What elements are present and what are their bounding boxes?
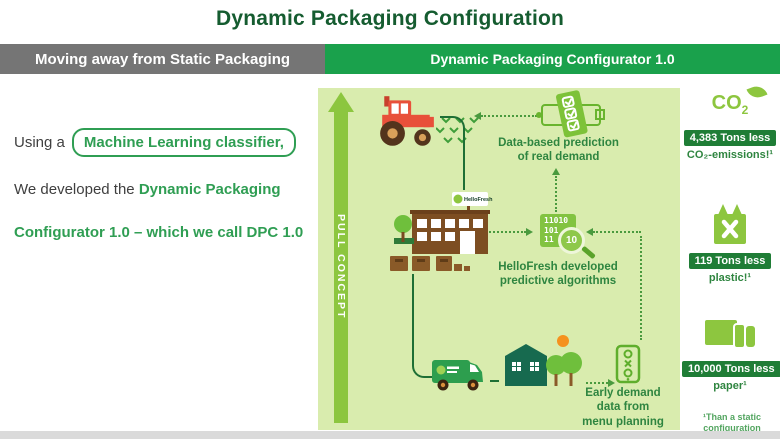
paper-label: paper¹ bbox=[713, 380, 747, 392]
arrowhead-up-icon bbox=[552, 168, 560, 175]
delivery-van-icon bbox=[432, 360, 483, 391]
dash-truck-to-house bbox=[490, 380, 499, 382]
arrowhead-left-icon bbox=[586, 228, 593, 236]
co2-badge: 4,383 Tons less bbox=[683, 130, 777, 146]
intro-line-3: Configurator 1.0 – which we call DPC 1.0 bbox=[14, 224, 304, 241]
plastic-bag-icon bbox=[714, 204, 746, 244]
checklist-icon bbox=[536, 90, 605, 138]
using-prefix: Using a bbox=[14, 134, 65, 151]
co2-label: CO₂-emissions!¹ bbox=[686, 149, 774, 161]
footnote: ¹Than a static configuration bbox=[702, 412, 761, 434]
stat-paper: 10,000 Tons less paper¹ bbox=[682, 316, 780, 392]
paper-badge: 10,000 Tons less bbox=[682, 361, 780, 377]
sun-icon bbox=[557, 335, 569, 347]
developed-prefix: We developed the bbox=[14, 181, 135, 198]
dotted-line-building-to-binary bbox=[486, 231, 526, 233]
dynamic-packaging-highlight: Dynamic Packaging bbox=[138, 181, 281, 198]
trees-icon bbox=[546, 352, 582, 386]
machine-learning-box: Machine Learning classifier, bbox=[71, 128, 296, 157]
warehouse-icon: HelloFresh bbox=[394, 192, 493, 254]
paper-icon bbox=[705, 320, 755, 349]
menu-planning-label: Early demand data from menu planning bbox=[582, 387, 664, 428]
header-right-label: Dynamic Packaging Configurator 1.0 bbox=[430, 51, 675, 67]
pull-concept-label: PULL CONCEPT bbox=[335, 214, 347, 320]
dotted-line-prediction-to-tractor bbox=[481, 115, 537, 117]
prediction-label: Data-based prediction of real demand bbox=[498, 137, 619, 164]
plastic-badge: 119 Tons less bbox=[688, 253, 772, 269]
header-static-packaging: Moving away from Static Packaging bbox=[0, 44, 325, 74]
magnifier-lens-icon: 10 bbox=[558, 227, 585, 254]
algorithms-label: HelloFresh developed predictive algorith… bbox=[498, 261, 618, 288]
arrowhead-right-icon bbox=[526, 228, 533, 236]
arrowhead-left-icon bbox=[474, 112, 481, 120]
crates-icon bbox=[390, 256, 470, 271]
dotted-line-trees-to-phone bbox=[586, 382, 608, 384]
pull-arrow: PULL CONCEPT bbox=[334, 111, 348, 423]
house-icon bbox=[505, 335, 582, 386]
plastic-label: plastic!¹ bbox=[708, 272, 752, 284]
intro-line-1: Using a Machine Learning classifier, bbox=[14, 128, 296, 157]
stat-plastic: 119 Tons less plastic!¹ bbox=[682, 202, 778, 284]
header-left-label: Moving away from Static Packaging bbox=[34, 50, 291, 68]
dotted-line-magnifier-up bbox=[555, 176, 557, 212]
header-dynamic-configurator: Dynamic Packaging Configurator 1.0 bbox=[325, 44, 780, 74]
co2-leaf-icon: CO2 bbox=[682, 83, 778, 128]
intro-line-2: We developed the Dynamic Packaging bbox=[14, 181, 281, 198]
connector-crates-to-truck bbox=[412, 274, 438, 378]
arrowhead-right-icon bbox=[608, 379, 615, 387]
hellofresh-sign: HelloFresh bbox=[464, 197, 493, 203]
pull-arrow-head bbox=[328, 92, 354, 112]
connector-tractor-to-building bbox=[440, 116, 465, 190]
tractor-icon bbox=[380, 96, 434, 146]
magnifier-handle-icon bbox=[581, 245, 596, 260]
diagram-panel: PULL CONCEPT bbox=[318, 88, 680, 430]
dotted-line-phone-to-binary-h bbox=[593, 231, 641, 233]
leaf-icon bbox=[746, 83, 768, 101]
page-title: Dynamic Packaging Configuration bbox=[215, 7, 565, 30]
dotted-line-phone-to-binary-v bbox=[640, 236, 642, 340]
bottom-edge-strip bbox=[0, 431, 780, 439]
stat-co2: CO2 4,383 Tons less CO₂-emissions!¹ bbox=[682, 83, 778, 161]
phone-menu-icon bbox=[615, 344, 641, 384]
